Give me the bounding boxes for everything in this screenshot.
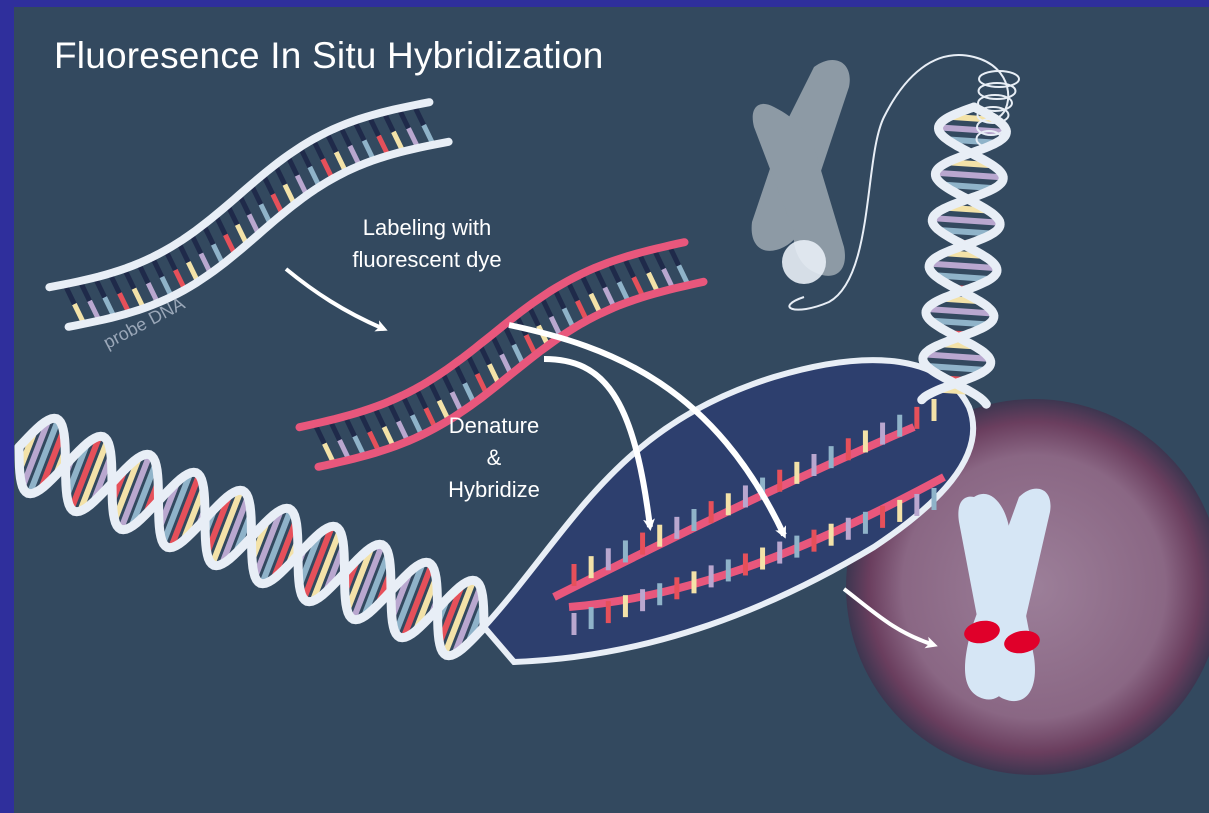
genomic-dna-helix (19, 418, 484, 655)
gray-chromosome-icon (752, 60, 850, 284)
dna-strand (19, 418, 484, 655)
base-pair (939, 127, 1007, 132)
fish-diagram: Fluoresence In Situ Hybridization Labeli… (14, 7, 1209, 813)
base-pair (930, 264, 997, 269)
denature-line-2: & (432, 442, 556, 474)
base-pair (936, 173, 1004, 178)
fish-illustration (14, 7, 1209, 813)
labeling-line-1: Labeling with (332, 212, 522, 244)
labeling-label: Labeling with fluorescent dye (332, 212, 522, 276)
arrow-icon (286, 269, 384, 329)
base-pair (927, 309, 993, 313)
denature-label: Denature & Hybridize (432, 410, 556, 506)
denature-line-1: Denature (432, 410, 556, 442)
base-pair (924, 354, 989, 358)
labeling-line-2: fluorescent dye (332, 244, 522, 276)
base-pair (933, 218, 1000, 223)
denature-line-3: Hybridize (432, 474, 556, 506)
upper-dna-helix (922, 107, 1007, 404)
page-title: Fluoresence In Situ Hybridization (54, 35, 604, 77)
chromatin-coils (977, 71, 1020, 147)
